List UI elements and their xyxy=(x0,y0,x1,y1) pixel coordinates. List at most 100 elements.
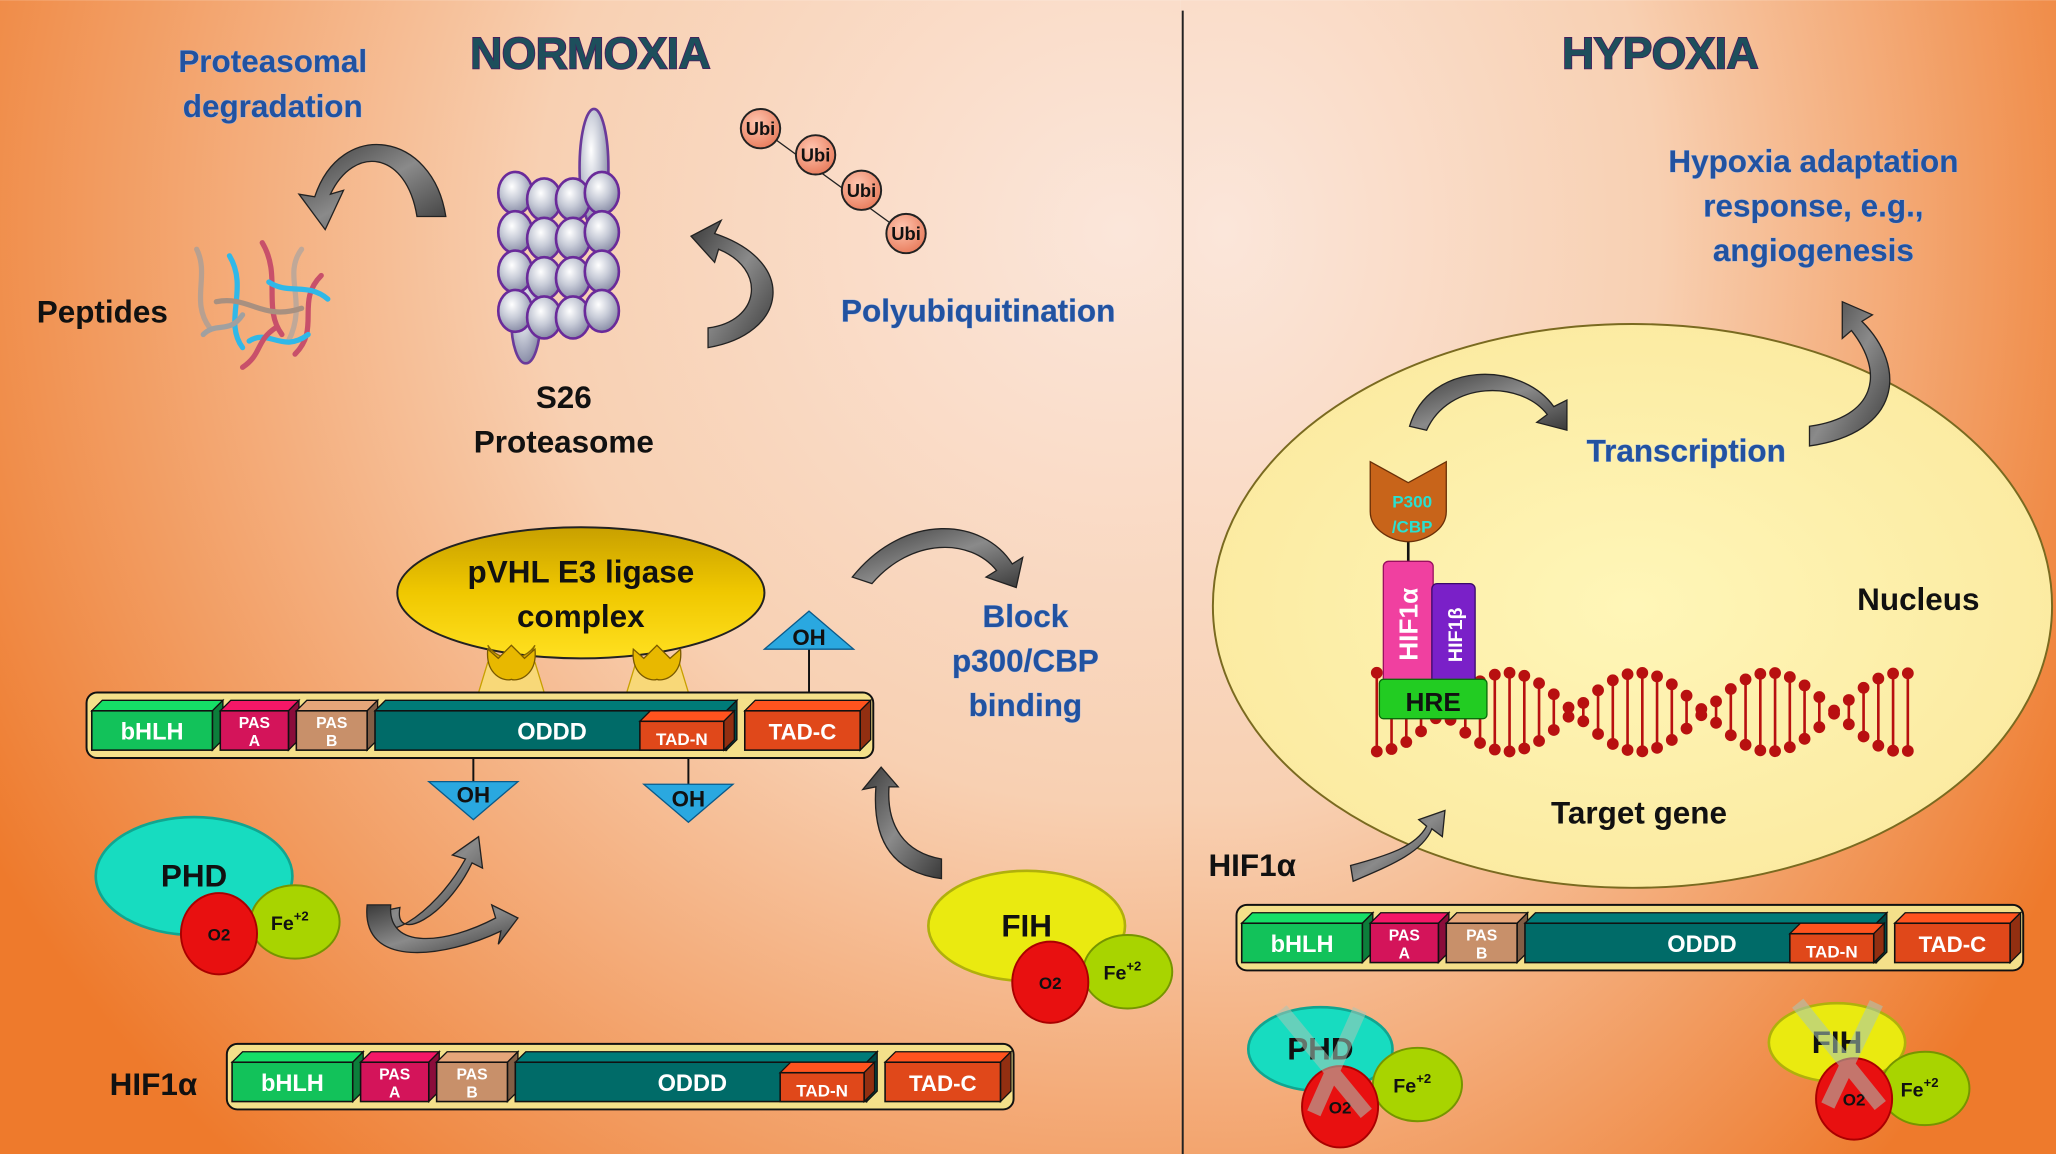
dna-backbone-node xyxy=(1577,715,1590,728)
dna-backbone-node xyxy=(1606,674,1619,687)
dna-backbone-node xyxy=(1695,709,1708,722)
dna-backbone-node xyxy=(1592,728,1604,740)
domain-tad-c: TAD-C xyxy=(1893,911,2023,965)
domain-pas-a: PAS A xyxy=(1368,911,1451,965)
proteasome-subunit xyxy=(583,170,621,216)
dna-backbone-node xyxy=(1651,741,1663,754)
dna-backbone-node xyxy=(1488,668,1501,681)
oxygen-label: O2 xyxy=(208,925,231,944)
domain-bhlh-label: bHLH xyxy=(261,1071,324,1097)
svg-text:HIF1α: HIF1α xyxy=(1393,588,1423,661)
pvhl-label-2: complex xyxy=(517,599,645,634)
svg-text:B: B xyxy=(466,1085,477,1102)
dna-backbone-node xyxy=(1769,745,1781,758)
inhibition-cross-icon xyxy=(1792,998,1886,1111)
dna-backbone-node xyxy=(1857,681,1870,694)
svg-text:OH: OH xyxy=(792,625,825,650)
domain-tad-c-label: TAD-C xyxy=(1919,932,1987,957)
hre-element: HRE xyxy=(1378,678,1488,720)
domain-tad-n-label: TAD-N xyxy=(1806,942,1858,961)
dna-backbone-node xyxy=(1901,667,1914,680)
dna-backbone-node xyxy=(1754,744,1767,757)
dna-backbone-node xyxy=(1400,736,1413,748)
svg-text:HRE: HRE xyxy=(1405,687,1460,717)
svg-text:B: B xyxy=(1476,946,1487,963)
adaptation-label-2: response, e.g., xyxy=(1703,188,1923,223)
dna-backbone-node xyxy=(1606,738,1619,750)
hydroxyl-oddd-1: OH xyxy=(426,758,520,821)
normoxia-panel: NORMOXIA Proteasomal degradation Peptide… xyxy=(37,29,1174,1111)
oxygen-label: O2 xyxy=(1843,1090,1866,1109)
dna-backbone-node xyxy=(1547,688,1560,701)
proteasome-icon xyxy=(496,107,621,365)
iron-label: Fe+2 xyxy=(1393,1071,1431,1097)
hypoxia-panel: HYPOXIA Hypoxia adaptation response, e.g… xyxy=(1208,29,2054,1149)
svg-text:PAS: PAS xyxy=(316,715,347,732)
ubiquitin-1: Ubi xyxy=(739,107,782,150)
svg-text:HIF1β: HIF1β xyxy=(1445,607,1467,662)
hif1a-label-hypoxia: HIF1α xyxy=(1208,848,1296,883)
svg-text:A: A xyxy=(249,733,260,750)
svg-text:OH: OH xyxy=(457,783,490,808)
polyubiquitination-arrow-icon xyxy=(689,218,774,349)
dna-backbone-node xyxy=(1798,679,1811,692)
dna-backbone-node xyxy=(1739,738,1752,751)
oxygen-cofactor-icon xyxy=(179,892,258,976)
transcription-arrow-icon xyxy=(1408,373,1568,432)
adaptation-arrow-icon xyxy=(1808,300,1891,447)
dna-backbone-node xyxy=(1680,689,1693,702)
proteasome-subunit xyxy=(583,209,621,255)
dna-backbone-node xyxy=(1724,683,1737,695)
pvhl-complex: pVHL E3 ligase complex xyxy=(396,526,766,694)
svg-text:Ubi: Ubi xyxy=(847,180,877,201)
svg-text:B: B xyxy=(326,733,337,750)
hydroxyl-tad-c: OH xyxy=(762,610,856,702)
oxygen-label: O2 xyxy=(1039,974,1062,993)
hif1a-label-normoxia: HIF1α xyxy=(110,1067,198,1102)
block-label-3: binding xyxy=(969,688,1083,723)
dna-backbone-node xyxy=(1488,743,1501,756)
dna-backbone-node xyxy=(1415,725,1427,738)
dna-backbone-node xyxy=(1842,694,1855,706)
fih-hydroxylation-arrow-icon xyxy=(861,766,943,880)
svg-text:PAS: PAS xyxy=(456,1066,487,1083)
domain-tad-c: TAD-C xyxy=(883,1050,1013,1104)
dna-backbone-node xyxy=(1680,722,1693,735)
dna-backbone-node xyxy=(1503,745,1516,758)
dna-backbone-node xyxy=(1503,666,1516,679)
oxygen-cofactor-icon xyxy=(1011,940,1090,1024)
target-gene-label: Target gene xyxy=(1551,796,1727,831)
domain-tad-n-label: TAD-N xyxy=(796,1081,848,1100)
hif1b-subunit: HIF1β xyxy=(1431,582,1476,687)
dna-backbone-node xyxy=(1577,697,1590,709)
proteasome-subunit xyxy=(583,249,621,294)
dna-backbone-node xyxy=(1621,744,1634,756)
dna-backbone-node xyxy=(1665,734,1678,746)
hypoxia-title: HYPOXIA xyxy=(1562,29,1759,78)
dna-backbone-node xyxy=(1813,691,1826,703)
dna-backbone-node xyxy=(1887,667,1899,680)
dna-backbone-node xyxy=(1872,672,1885,685)
svg-text:A: A xyxy=(1399,946,1410,963)
svg-text:PAS: PAS xyxy=(1389,927,1420,944)
dna-backbone-node xyxy=(1710,716,1722,729)
proteasome-subunit xyxy=(583,288,621,334)
domain-tad-n: TAD-N xyxy=(778,1060,877,1104)
svg-text:A: A xyxy=(389,1085,400,1102)
peptides-label: Peptides xyxy=(37,295,168,330)
nucleus-label: Nucleus xyxy=(1857,582,1979,617)
p300-label-2: /CBP xyxy=(1392,517,1433,536)
proteasomal-degradation-label-1: Proteasomal xyxy=(178,44,367,79)
domain-bhlh: bHLH xyxy=(90,698,225,752)
adaptation-label-3: angiogenesis xyxy=(1713,233,1914,268)
dna-backbone-node xyxy=(1370,745,1383,758)
dna-backbone-node xyxy=(1813,721,1826,734)
iron-label: Fe+2 xyxy=(1901,1075,1939,1101)
domain-tad-n-label: TAD-N xyxy=(656,730,708,749)
